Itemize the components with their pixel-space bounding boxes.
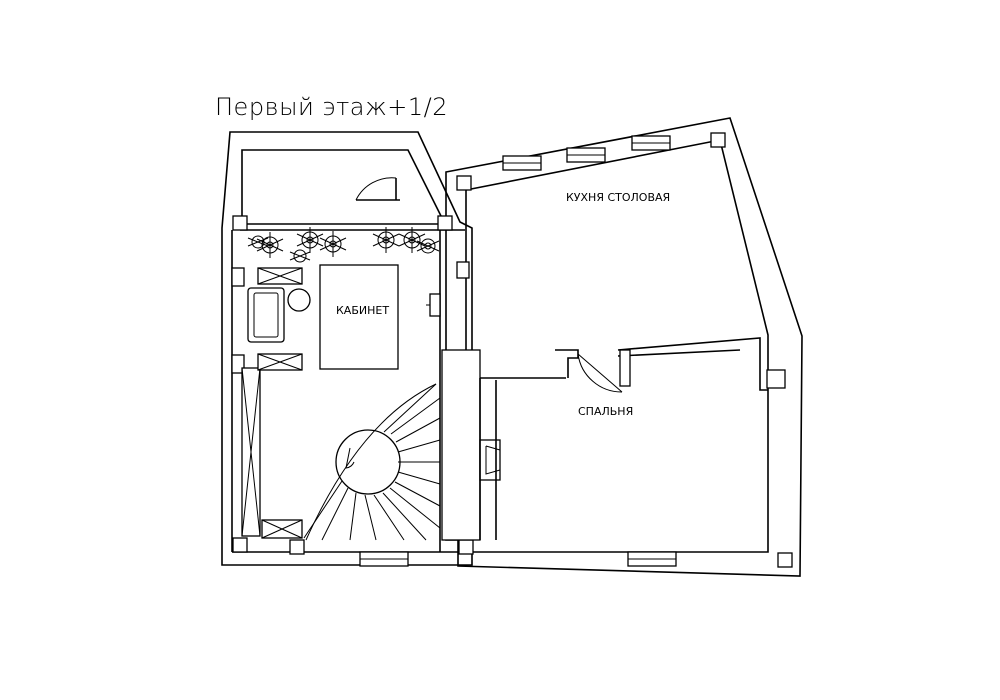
room-label-bedroom: СПАЛЬНЯ xyxy=(578,405,633,418)
windows xyxy=(231,135,677,567)
room-label-kitchen: КУХНЯ СТОЛОВАЯ xyxy=(566,191,670,204)
side-table xyxy=(287,288,311,312)
interior-walls xyxy=(441,337,768,541)
armchair xyxy=(247,287,285,343)
bedroom-edges xyxy=(479,378,497,540)
outer-walls xyxy=(221,117,803,577)
corner-columns xyxy=(232,132,793,568)
entry-door xyxy=(355,177,400,201)
plants xyxy=(247,227,440,263)
room-label-office: КАБИНЕТ xyxy=(336,304,389,317)
plan-title: Первый этаж+1/2 xyxy=(215,93,448,121)
desk xyxy=(319,264,399,370)
office-furniture xyxy=(247,264,441,370)
spiral-staircase xyxy=(303,383,441,541)
landing xyxy=(257,267,303,539)
